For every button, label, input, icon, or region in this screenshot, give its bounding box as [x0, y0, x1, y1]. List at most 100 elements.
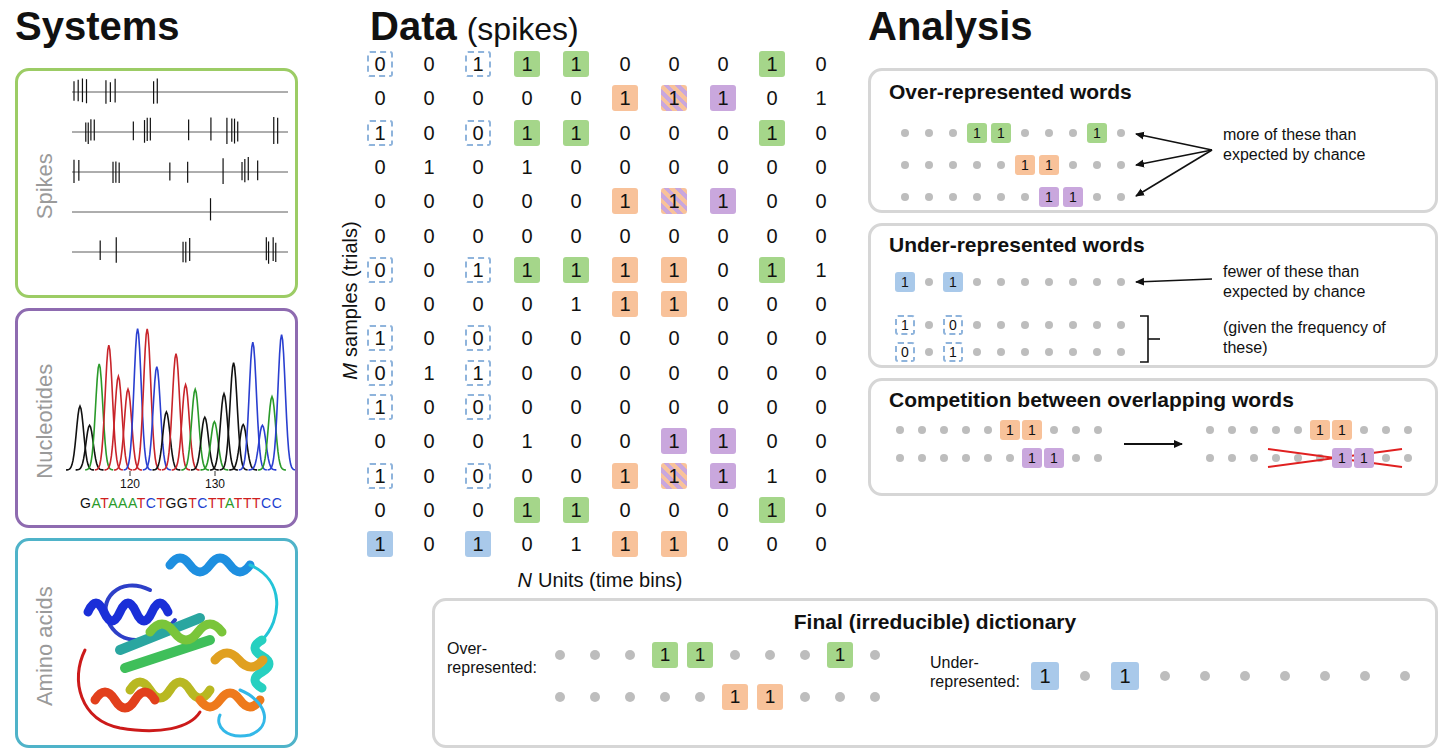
axis-symbol: N: [518, 569, 532, 591]
word-dot: [984, 426, 992, 434]
word-dot: [555, 692, 565, 702]
word-cell: 1: [1039, 155, 1059, 175]
matrix-cell: 0: [514, 223, 540, 249]
word-dot: [660, 692, 670, 702]
matrix-cell: 1: [416, 360, 442, 386]
word-cell: 1: [1087, 123, 1107, 143]
spike: [188, 120, 189, 141]
trace-baseline: [72, 92, 288, 93]
chromatogram-peak: [66, 406, 94, 470]
matrix-cell: 1: [808, 85, 834, 111]
matrix-cell: 0: [612, 497, 638, 523]
spike: [268, 241, 269, 263]
matrix-cell: 0: [367, 497, 393, 523]
matrix-cell: 0: [367, 291, 393, 317]
word-dot: [949, 129, 957, 137]
matrix-cell: 0: [661, 154, 687, 180]
word-dot: [901, 161, 909, 169]
matrix-cell: 0: [710, 51, 736, 77]
word-dot: [1206, 454, 1214, 462]
spike: [112, 162, 113, 183]
column-heading: Analysis: [868, 4, 1033, 48]
matrix-cell: 0: [367, 360, 393, 386]
matrix-cell: 0: [612, 394, 638, 420]
chromatogram-peak: [152, 412, 180, 470]
matrix-cell: 0: [808, 154, 834, 180]
matrix-cell: 1: [514, 497, 540, 523]
trace-baseline: [72, 212, 288, 213]
word-dot: [695, 692, 705, 702]
word-dot: [590, 650, 600, 660]
matrix-cell: 1: [563, 120, 589, 146]
word-dot: [1045, 321, 1053, 329]
spike: [185, 242, 186, 263]
matrix-cell: 0: [710, 497, 736, 523]
matrix-cell: 0: [710, 291, 736, 317]
matrix-cell: 0: [465, 85, 491, 111]
matrix-cell: 0: [514, 360, 540, 386]
word-cell: 1: [895, 272, 915, 292]
column-heading: Data: [370, 4, 457, 48]
matrix-cell: 1: [563, 497, 589, 523]
matrix-cell: 1: [514, 120, 540, 146]
word-dot: [973, 321, 981, 329]
spike: [105, 80, 106, 103]
word-cell: 1: [967, 123, 987, 143]
box-text: Under-represented:: [930, 653, 1040, 691]
matrix-cell: 0: [808, 325, 834, 351]
matrix-cell: 1: [661, 463, 687, 489]
word-dot: [1272, 426, 1280, 434]
word-dot: [555, 650, 565, 660]
chromatogram-peak: [181, 389, 209, 470]
matrix-cell: 0: [367, 154, 393, 180]
word-dot: [1250, 454, 1258, 462]
matrix-cell: 0: [563, 85, 589, 111]
word-cell: 1: [827, 642, 853, 668]
word-dot: [1404, 454, 1412, 462]
generated-strokes: [66, 78, 1412, 702]
matrix-cell: 1: [465, 51, 491, 77]
word-dot: [1050, 426, 1058, 434]
word-dot: [1200, 671, 1210, 681]
matrix-cell: 1: [465, 257, 491, 283]
word-dot: [1072, 454, 1080, 462]
box-title: Nucleotides: [32, 364, 58, 479]
matrix-cell: 0: [808, 394, 834, 420]
chromatogram-peak: [143, 367, 171, 470]
spike: [275, 243, 276, 262]
word-cell: 1: [1031, 662, 1059, 690]
matrix-cell: 0: [759, 188, 785, 214]
matrix-cell: 0: [661, 223, 687, 249]
matrix-cell: 0: [416, 120, 442, 146]
matrix-cell: 0: [563, 188, 589, 214]
word-dot: [1069, 321, 1077, 329]
spike: [78, 80, 79, 102]
word-dot: [1360, 671, 1370, 681]
matrix-cell: 0: [416, 223, 442, 249]
trace-baseline: [72, 172, 288, 173]
box-text: more of these than expected by chance: [1223, 125, 1423, 165]
word-dot: [1069, 278, 1077, 286]
word-dot: [1272, 454, 1280, 462]
box-text: fewer of these than expected by chance: [1223, 262, 1423, 302]
matrix-cell: 1: [759, 463, 785, 489]
word-dot: [870, 692, 880, 702]
word-dot: [1094, 426, 1102, 434]
word-dot: [590, 692, 600, 702]
spike: [234, 119, 235, 144]
chromatogram-peak: [95, 345, 123, 470]
word-dot: [1250, 426, 1258, 434]
spike: [147, 118, 148, 141]
word-cell: 1: [895, 315, 915, 335]
word-dot: [1117, 193, 1125, 201]
word-cell: 1: [943, 272, 963, 292]
box-title: Over-represented words: [889, 79, 1132, 104]
spike: [157, 79, 158, 104]
matrix-cell: 1: [759, 51, 785, 77]
word-dot: [997, 193, 1005, 201]
word-dot: [1006, 454, 1014, 462]
matrix-cell: 0: [416, 428, 442, 454]
word-dot: [925, 161, 933, 169]
word-dot: [1069, 161, 1077, 169]
matrix-cell: 0: [759, 85, 785, 111]
